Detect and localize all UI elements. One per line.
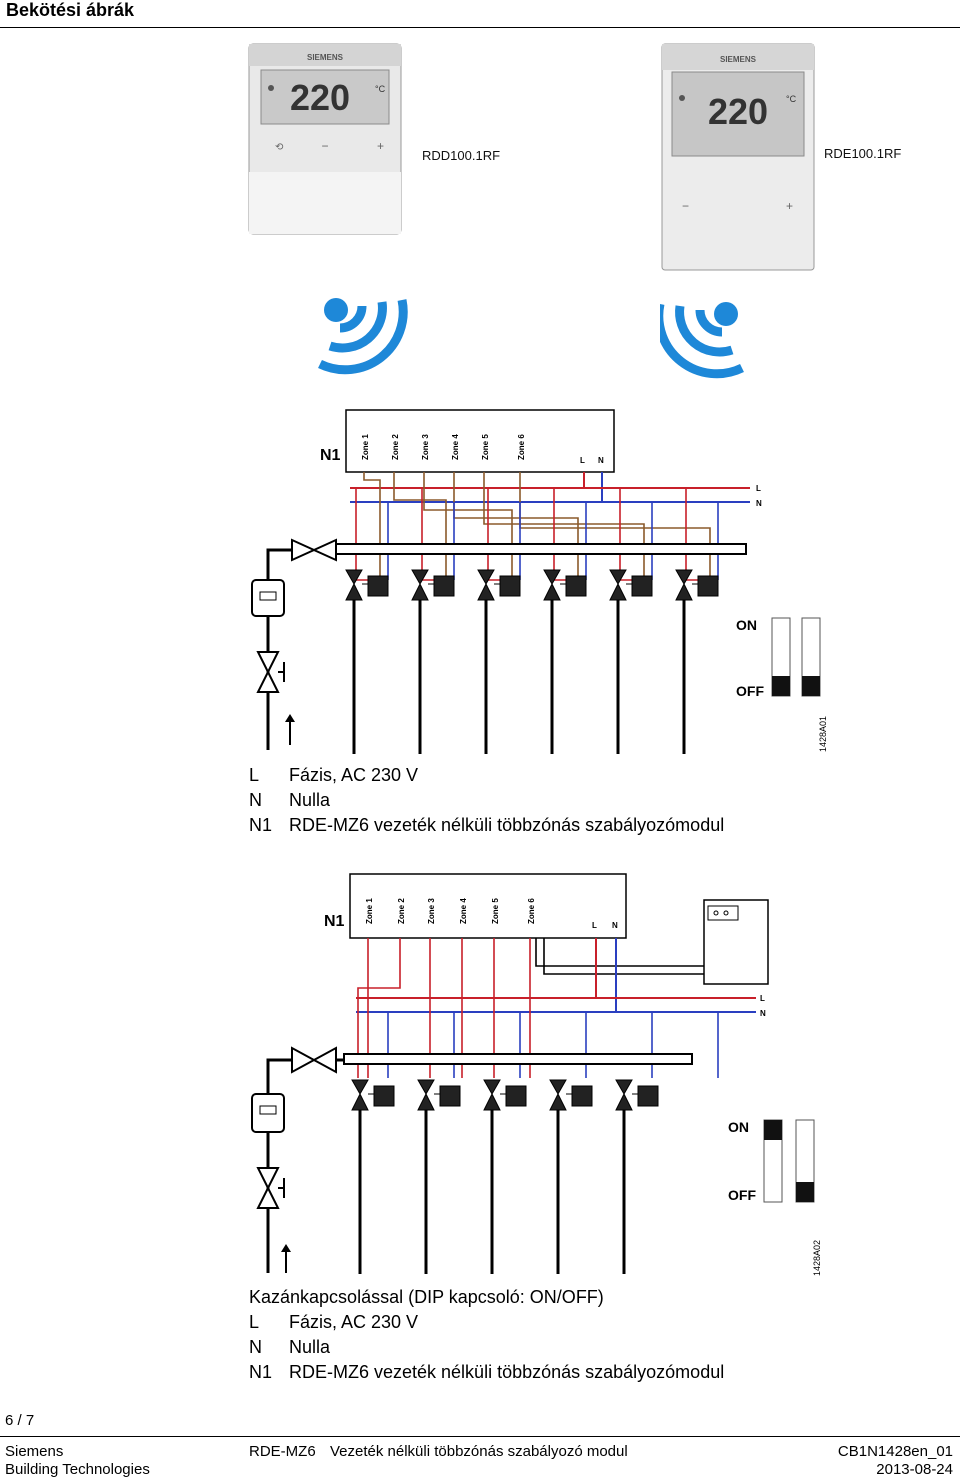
minus-button-icon: −	[321, 139, 328, 153]
module-box	[349, 873, 627, 939]
zone-label: Zone 6	[517, 434, 526, 460]
footer-company: Siemens	[5, 1443, 64, 1460]
zone-label: Zone 6	[527, 898, 536, 924]
brand-label: SIEMENS	[307, 53, 344, 62]
line-label: N	[760, 1009, 766, 1018]
model-label-rde: RDE100.1RF	[824, 146, 902, 161]
sun-icon	[679, 95, 685, 101]
footer-division: Building Technologies	[5, 1461, 150, 1478]
display-value: 220	[290, 77, 350, 118]
zone-label: Zone 4	[451, 434, 460, 460]
terminal-label: L	[580, 456, 585, 465]
header-divider	[0, 27, 960, 28]
line-label: L	[756, 484, 761, 493]
zone-label: Zone 1	[361, 434, 370, 460]
page-number: 6 / 7	[5, 1412, 35, 1429]
line-label: N	[756, 499, 762, 508]
dip-on-label: ON	[728, 1119, 749, 1135]
legend-2: Kazánkapcsolással (DIP kapcsoló: ON/OFF)…	[249, 1285, 724, 1385]
wiring-diagram-1: N1 Zone 1 Zone 2 Zone 3 Zone 4 Zone 5 Zo…	[251, 409, 828, 754]
footer-divider	[0, 1436, 960, 1437]
module-label: N1	[324, 913, 345, 930]
line-label: L	[760, 994, 765, 1003]
model-label-rdd: RDD100.1RF	[422, 148, 501, 163]
terminal-label: N	[598, 456, 604, 465]
zone-label: Zone 3	[427, 898, 436, 924]
diagram-code: 1428A01	[818, 716, 828, 752]
dip-off-label: OFF	[728, 1187, 756, 1203]
zone-label: Zone 5	[481, 434, 490, 460]
footer-date: 2013-08-24	[876, 1461, 953, 1478]
display-unit: °C	[375, 84, 386, 94]
dip-off-label: OFF	[736, 683, 764, 699]
wiring-diagram-2: N1 Zone 1 Zone 2 Zone 3 Zone 4 Zone 5 Zo…	[251, 873, 822, 1276]
wireless-signal-icon	[318, 298, 408, 375]
footer-product: RDE-MZ6	[249, 1443, 316, 1460]
zone-label: Zone 2	[391, 434, 400, 460]
terminal-label: L	[592, 921, 597, 930]
footer-description: Vezeték nélküli többzónás szabályozó mod…	[330, 1443, 628, 1460]
sun-icon	[268, 85, 274, 91]
legend-intro: Kazánkapcsolással (DIP kapcsoló: ON/OFF)	[249, 1287, 604, 1307]
minus-button-icon: −	[682, 199, 689, 213]
thermostat-rdd100: SIEMENS 220 °C ⟲ − +	[248, 43, 402, 235]
module-label: N1	[320, 447, 341, 464]
zone-label: Zone 2	[397, 898, 406, 924]
mode-button-icon: ⟲	[275, 142, 284, 153]
zone-label: Zone 3	[421, 434, 430, 460]
wireless-signal-icon	[660, 302, 744, 379]
dip-on-label: ON	[736, 617, 757, 633]
plus-button-icon: +	[786, 199, 793, 213]
plus-button-icon: +	[377, 139, 384, 153]
zone-label: Zone 5	[491, 898, 500, 924]
diagram-code: 1428A02	[812, 1240, 822, 1276]
display-value: 220	[708, 91, 768, 132]
zone-label: Zone 4	[459, 898, 468, 924]
brand-label: SIEMENS	[720, 55, 757, 64]
terminal-label: N	[612, 921, 618, 930]
display-unit: °C	[786, 94, 797, 104]
page-title: Bekötési ábrák	[6, 0, 135, 20]
module-box	[345, 409, 615, 473]
zone-label: Zone 1	[365, 898, 374, 924]
footer-doc-id: CB1N1428en_01	[837, 1443, 953, 1460]
thermostat-rde100: SIEMENS 220 °C − +	[661, 43, 815, 271]
